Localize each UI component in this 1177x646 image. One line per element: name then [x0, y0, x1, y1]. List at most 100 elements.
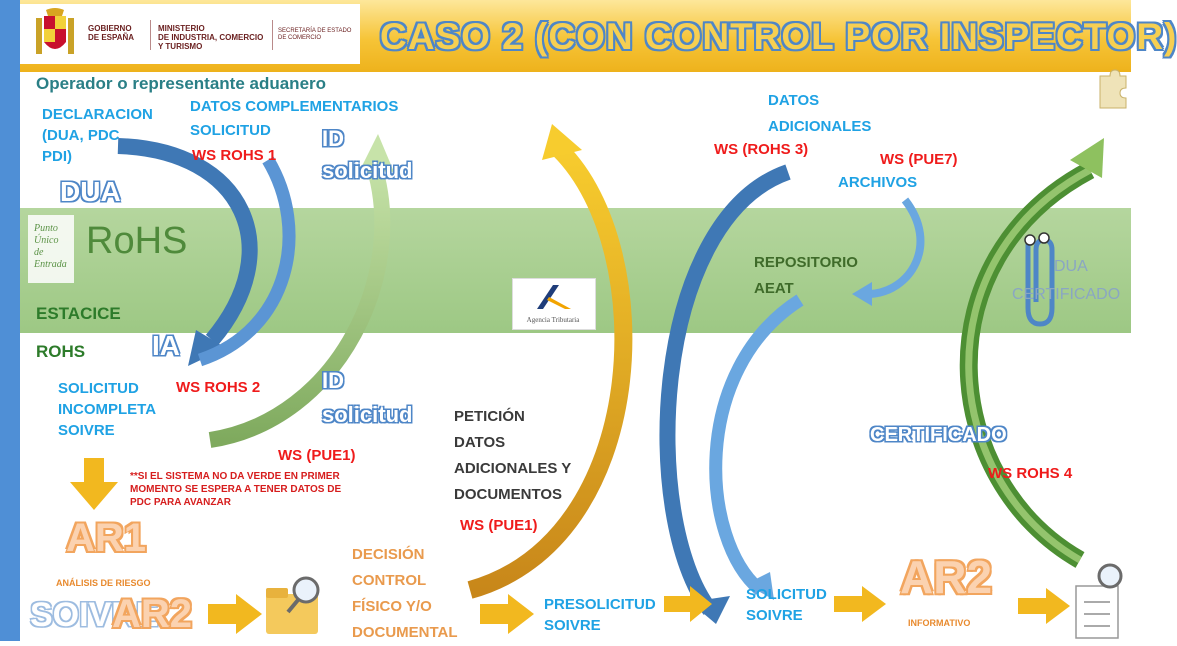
gobierno-line-1: GOBIERNO	[88, 24, 132, 33]
sistema-verde-note: **SI EL SISTEMA NO DA VERDE EN PRIMER MO…	[130, 470, 341, 509]
rohs-lane-label: ROHS	[36, 342, 86, 361]
soivre-label: SOIVRE	[30, 596, 159, 634]
peticion-line-3: ADICIONALES Y	[454, 460, 572, 477]
arrow-decision-to-peticion-head	[542, 124, 582, 160]
peticion-line-1: PETICIÓN	[454, 408, 525, 425]
ar2-left-label: AR2	[112, 592, 193, 636]
arrow-presolicitud-right	[664, 586, 712, 622]
arrow-ar2-right-1	[208, 594, 262, 634]
peticion-label: PETICIÓN DATOS ADICIONALES Y DOCUMENTOS	[454, 404, 571, 508]
spain-crest-icon	[36, 8, 74, 54]
id-bottom-label: ID	[322, 368, 344, 393]
repositorio-line-1: REPOSITORIO	[754, 254, 858, 271]
ws-rohs-2-label: WS ROHS 2	[176, 379, 261, 396]
solicitud-incompleta-line-3: SOIVRE	[58, 422, 115, 439]
presolicitud-line-1: PRESOLICITUD	[544, 596, 656, 613]
ws-pue1-label-a: WS (PUE1)	[278, 447, 356, 464]
repositorio-label: REPOSITORIO AEAT	[754, 250, 858, 302]
ia-label: IA	[152, 330, 180, 361]
agencia-tributaria-icon	[537, 285, 571, 309]
arrow-repositorio-to-solicitud-head	[746, 572, 774, 600]
solicitud-soivre-line-2: SOIVRE	[746, 607, 803, 624]
ws-pue7-label: WS (PUE7)	[880, 151, 958, 168]
flow-arrows	[70, 124, 1104, 634]
declaracion-line-1: DECLARACION	[42, 106, 153, 123]
left-accent-bar	[0, 0, 20, 641]
certificado-label: CERTIFICADO	[870, 424, 1007, 446]
estacice-lane-label: ESTACICE	[36, 304, 121, 323]
datos-complementarios-label: DATOS COMPLEMENTARIOS	[190, 98, 399, 115]
ws-rohs-4-label: WS ROHS 4	[988, 465, 1073, 482]
solicitud-soivre-label: SOLICITUD SOIVRE	[746, 584, 827, 626]
solicitud-incompleta-line-2: INCOMPLETA	[58, 401, 157, 418]
government-logo-panel	[20, 4, 360, 64]
arrow-id-solicitud	[208, 157, 391, 448]
ws-pue1-label-b: WS (PUE1)	[460, 517, 538, 534]
presolicitud-label: PRESOLICITUD SOIVRE	[544, 594, 656, 636]
agencia-tributaria-label: Agencia Tributaria	[526, 316, 580, 324]
secretaria-line-2: DE COMERCIO	[278, 35, 322, 41]
punto-line: Punto	[34, 223, 58, 234]
solicitud-incompleta-label: SOLICITUD INCOMPLETA SOIVRE	[58, 378, 156, 441]
archivos-label: ARCHIVOS	[838, 174, 918, 191]
arrow-dua-to-ia	[117, 138, 258, 346]
arrow-archivos-to-repositorio	[869, 197, 925, 298]
peticion-line-4: DOCUMENTOS	[454, 486, 563, 503]
informativo-label: INFORMATIVO	[908, 618, 971, 628]
arrow-down-to-ar1	[70, 458, 118, 510]
operator-lane-label: Operador o representante aduanero	[36, 74, 327, 93]
ministry-line-2: DE INDUSTRIA, COMERCIO	[158, 33, 264, 42]
dua-certificado-line-2: CERTIFICADO	[1012, 286, 1121, 303]
decision-line-1: DECISIÓN	[352, 546, 425, 563]
arrow-solicitud-to-ia	[197, 156, 296, 367]
decision-line-2: CONTROL	[352, 572, 427, 589]
ar1-label: AR1	[66, 516, 147, 560]
id-top-label: ID	[322, 126, 344, 151]
gobierno-label: GOBIERNO DE ESPAÑA	[88, 24, 134, 42]
arrow-dua-to-ia-head	[188, 330, 226, 366]
decision-line-4: DOCUMENTAL	[352, 624, 458, 641]
secretaria-line-1: SECRETARÍA DE ESTADO	[278, 28, 352, 34]
datos-adicionales-label: DATOS ADICIONALES	[768, 88, 871, 140]
logo-divider	[150, 20, 151, 50]
arrow-archivos-to-repositorio-head	[852, 282, 872, 306]
entrada-line: de Entrada	[34, 247, 67, 270]
note-line-3: PDC PARA AVANZAR	[130, 497, 231, 508]
checklist-magnifier-icon	[1075, 563, 1123, 639]
dua-label: DUA	[60, 176, 121, 207]
declaracion-label: DECLARACION (DUA, PDC PDI)	[42, 104, 153, 167]
solicitud-soivre-line-1: SOLICITUD	[746, 586, 827, 603]
arrow-solicitud-right	[834, 586, 886, 622]
gobierno-line-2: DE ESPAÑA	[88, 33, 135, 42]
agencia-tributaria-logo	[512, 278, 596, 330]
decision-label: DECISIÓN CONTROL FÍSICO Y/O DOCUMENTAL	[352, 542, 458, 646]
presolicitud-line-2: SOIVRE	[544, 617, 601, 634]
solicitud-label: SOLICITUD	[190, 122, 271, 139]
ws-rohs-1-label: WS ROHS 1	[192, 147, 277, 164]
unico-line: Único	[34, 235, 59, 246]
dua-certificado-line-1: DUA	[1054, 258, 1088, 275]
arrow-decision-to-peticion	[467, 143, 633, 599]
ministry-line-1: MINISTERIO	[158, 24, 205, 33]
puzzle-icon	[1099, 69, 1127, 109]
note-line-2: MOMENTO SE ESPERA A TENER DATOS DE	[130, 484, 342, 495]
note-line-1: **SI EL SISTEMA NO DA VERDE EN PRIMER	[130, 471, 340, 482]
arrow-datos-to-solicitud	[659, 164, 791, 615]
arrow-certificado-head	[1070, 138, 1104, 178]
decision-line-3: FÍSICO Y/O	[352, 598, 432, 615]
ministry-line-3: Y TURISMO	[158, 42, 203, 51]
declaracion-line-3: PDI)	[42, 148, 72, 165]
solicitud-bottom-label: solicitud	[322, 402, 413, 427]
punto-unico-logo: Punto Único de Entrada	[28, 215, 74, 283]
secretaria-label: SECRETARÍA DE ESTADO DE COMERCIO	[278, 28, 351, 42]
declaracion-line-2: (DUA, PDC	[42, 127, 120, 144]
repositorio-line-2: AEAT	[754, 280, 794, 297]
paperclip-icon	[1024, 232, 1055, 327]
ar2-right-label: AR2	[900, 551, 993, 603]
datos-adicionales-line-2: ADICIONALES	[768, 118, 872, 135]
arrow-decision-right	[480, 594, 534, 634]
logo-divider	[272, 20, 273, 50]
ws-rohs-3-label: WS (ROHS 3)	[714, 141, 809, 158]
arrow-ar2-right-2	[1018, 588, 1070, 624]
arrow-id-solicitud-head	[360, 134, 394, 172]
